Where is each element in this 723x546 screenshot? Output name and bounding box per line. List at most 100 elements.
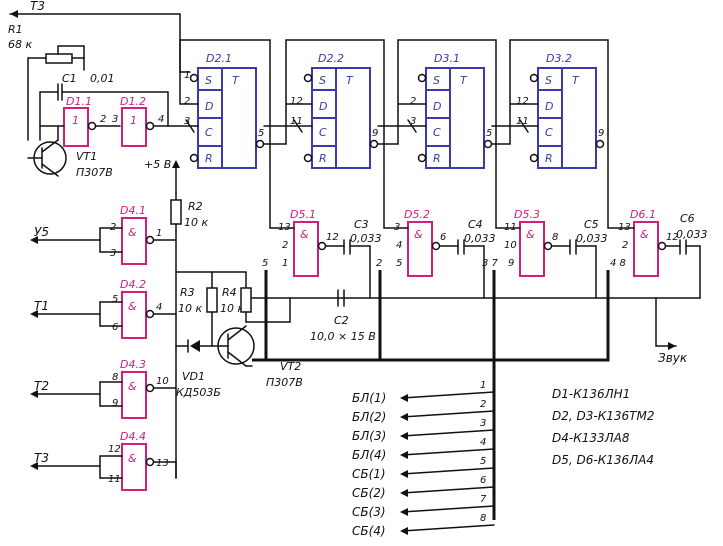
ff-d31-pin5: 5 bbox=[486, 128, 492, 139]
r2-value: 10 к bbox=[184, 216, 208, 229]
d41-pin-out: 1 bbox=[156, 228, 162, 239]
t3-label: Т3 bbox=[34, 451, 49, 465]
d52-name: D5.2 bbox=[404, 208, 430, 221]
d44-gate bbox=[121, 443, 147, 491]
d61-pin-b: 2 bbox=[622, 240, 628, 251]
d11-name: D1.1 bbox=[66, 95, 92, 108]
t2-label: Т2 bbox=[34, 379, 49, 393]
d51-name: D5.1 bbox=[290, 208, 316, 221]
flipflop-row: D2.1 S D C R T 1 2 3 5 D2.2 S D C R T 12… bbox=[179, 39, 609, 169]
ff-d21-c: C bbox=[205, 126, 213, 139]
ff-d32-r: R bbox=[545, 152, 553, 165]
d41-gate bbox=[121, 217, 147, 265]
d51-pin-b: 2 bbox=[282, 240, 288, 251]
capacitor-c4: C4 0,033 bbox=[457, 218, 496, 299]
ff-d31-d: D bbox=[433, 100, 441, 113]
connector-pin: 4 bbox=[480, 437, 486, 448]
ff-d21-pin5: 5 bbox=[258, 128, 264, 139]
d11-pin-out: 2 bbox=[100, 114, 106, 125]
c2-name: C2 bbox=[334, 314, 349, 327]
vd1-diode bbox=[190, 340, 200, 352]
connector-label: БЛ(4) bbox=[352, 448, 386, 462]
d53-pin-out: 8 bbox=[552, 232, 558, 243]
d43-sym: & bbox=[128, 380, 137, 393]
d43-pin-out: 10 bbox=[156, 376, 169, 387]
c5-name: C5 bbox=[584, 218, 599, 231]
d42-pin-b: 6 bbox=[112, 322, 118, 333]
ff-d32-t: T bbox=[572, 74, 580, 87]
d51-group: 5 bbox=[262, 258, 268, 269]
ff-d22-name: D2.2 bbox=[318, 52, 344, 65]
connector-pin: 7 bbox=[480, 494, 487, 505]
d44-pin-b: 11 bbox=[108, 474, 121, 485]
connector-label: СБ(1) bbox=[352, 467, 386, 481]
t1-label: Т1 bbox=[34, 299, 49, 313]
ff-d21-pin1: 1 bbox=[184, 70, 190, 81]
ff-d32-s: S bbox=[545, 74, 552, 87]
connector-line-4: БЛ(4) 4 bbox=[352, 437, 495, 462]
c1-name: C1 bbox=[62, 72, 77, 85]
c3-name: C3 bbox=[354, 218, 369, 231]
d11-inverter-bubble bbox=[87, 121, 97, 131]
connector-label: БЛ(1) bbox=[352, 391, 386, 405]
ff-d22-pin9: 9 bbox=[372, 128, 378, 139]
data-bus bbox=[252, 270, 610, 520]
connector-pin: 8 bbox=[480, 513, 486, 524]
vt1-type: П307В bbox=[76, 166, 113, 179]
capacitor-c3: C3 0,033 bbox=[343, 218, 382, 299]
d43-name: D4.3 bbox=[120, 358, 146, 371]
capacitor-c6: C6 0,033 bbox=[676, 212, 708, 299]
ff-d32-d: D bbox=[545, 100, 553, 113]
d53-pin-c: 9 bbox=[508, 258, 514, 269]
d61-name: D6.1 bbox=[630, 208, 656, 221]
r4-name: R4 bbox=[222, 286, 237, 299]
connector-line-3: БЛ(3)3 bbox=[352, 418, 495, 443]
d44-sym: & bbox=[128, 452, 137, 465]
connector-label: БЛ(3) bbox=[352, 429, 386, 443]
ff-d32-pin9: 9 bbox=[598, 128, 604, 139]
d53-sym: & bbox=[526, 228, 535, 241]
ff-d31-t: T bbox=[460, 74, 468, 87]
ff-d22-c: C bbox=[319, 126, 327, 139]
ff-d31-name: D3.1 bbox=[434, 52, 460, 65]
d12-pin-out: 4 bbox=[158, 114, 164, 125]
r1-resistor bbox=[45, 53, 73, 64]
c1-value: 0,01 bbox=[90, 72, 115, 85]
ff-d21-d: D bbox=[205, 100, 213, 113]
supply-label: +5 В bbox=[144, 158, 171, 171]
c6-name: C6 bbox=[680, 212, 695, 225]
ff-d22-pin12: 12 bbox=[290, 96, 303, 107]
connector-line-1: БЛ(1)1 bbox=[352, 380, 495, 405]
d43-pin-b: 9 bbox=[112, 398, 118, 409]
ff-d31-r: R bbox=[433, 152, 441, 165]
ff-d22-d: D bbox=[319, 100, 327, 113]
ff-d32-c: C bbox=[545, 126, 553, 139]
d61-sym: & bbox=[640, 228, 649, 241]
d52-group: 2 bbox=[376, 258, 382, 269]
connector-label: БЛ(2) bbox=[352, 410, 386, 424]
chip-legend: D1-К136ЛН1 D2, D3-К136ТМ2 D4-К133ЛА8 D5,… bbox=[552, 387, 654, 467]
c6-value: 0,033 bbox=[676, 228, 708, 241]
r2-name: R2 bbox=[188, 200, 203, 213]
t3-top-label: Т3 bbox=[30, 0, 45, 13]
d51-sym: & bbox=[300, 228, 309, 241]
y5-label: У5 bbox=[34, 225, 49, 239]
d51-gate bbox=[293, 221, 319, 277]
ff-d22-r: R bbox=[319, 152, 327, 165]
d4-gates: D4.1 & 2 3 1 У5 D4.2 & 5 6 4 Т1 D4.3 & 8… bbox=[30, 204, 177, 491]
vd1-type: КД503Б bbox=[176, 386, 221, 399]
ff-d21-name: D2.1 bbox=[206, 52, 232, 65]
r1-name: R1 bbox=[8, 23, 23, 36]
connector-line-5: СБ(1)5 bbox=[352, 456, 495, 481]
driver-stage: +5 В R2 10 к R3 10 к R4 10 к VD1 КД503Б … bbox=[144, 158, 376, 479]
ff-d31-pin2: 2 bbox=[410, 96, 416, 107]
ff-d21-r: R bbox=[205, 152, 213, 165]
d44-pin-out: 13 bbox=[156, 458, 169, 469]
vt2-type: П307В bbox=[266, 376, 303, 389]
vd1-name: VD1 bbox=[182, 370, 205, 383]
ff-d32-name: D3.2 bbox=[546, 52, 572, 65]
ff-d31-s: S bbox=[433, 74, 440, 87]
d43-pin-a: 8 bbox=[112, 372, 118, 383]
oscillator: R1 68 к C1 0,01 D1.1 1 2 D1.2 1 3 4 bbox=[8, 23, 197, 179]
connector-pin: 2 bbox=[480, 399, 486, 410]
